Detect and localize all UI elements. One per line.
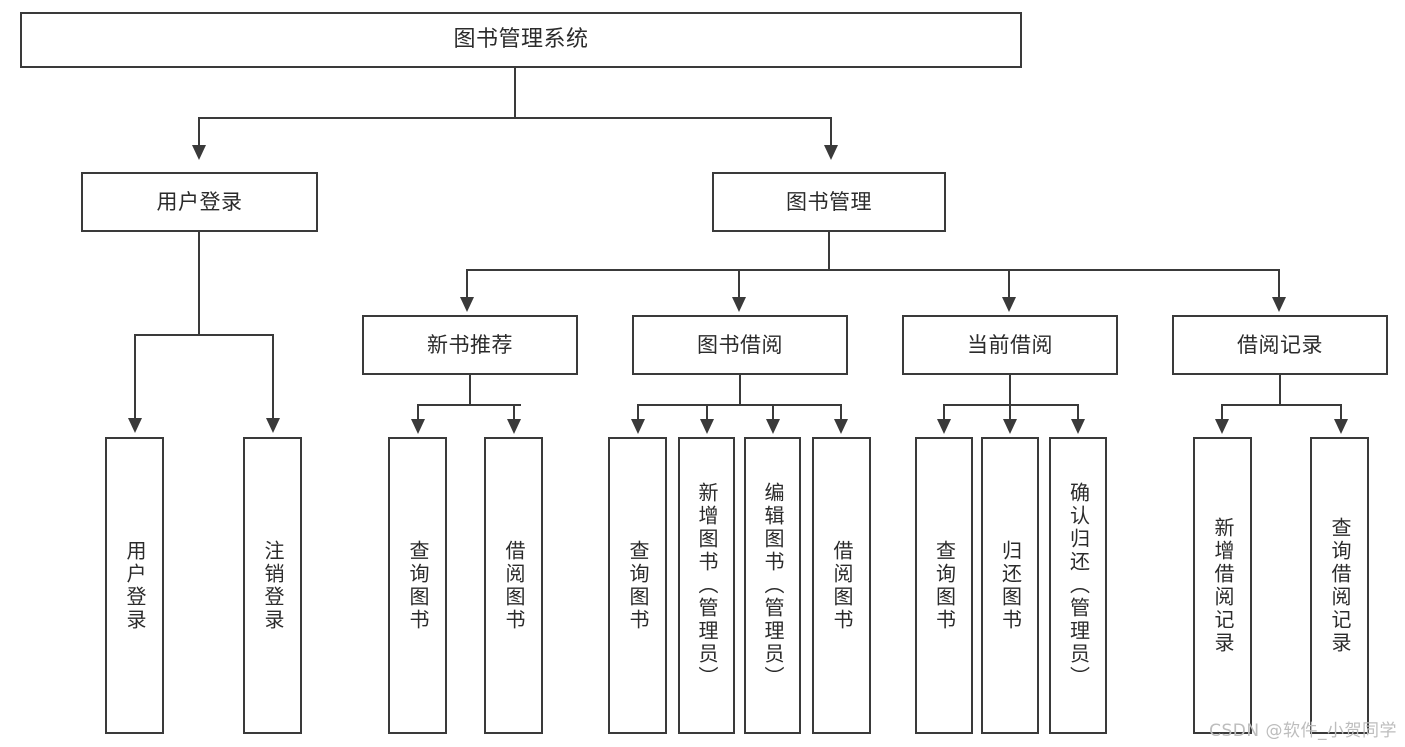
connector-level3-drop-4 <box>1278 269 1280 299</box>
arrow-to-book-borrow <box>732 297 746 312</box>
node-label: 查询图书 <box>932 539 957 632</box>
node-book-borrow[interactable]: 图书借阅 <box>632 315 848 375</box>
connector-borrow-records-drop-1 <box>1221 404 1223 420</box>
node-borrow-records[interactable]: 借阅记录 <box>1172 315 1388 375</box>
arrow-to-leaf-add-book <box>700 419 714 434</box>
connector-new-book-stem <box>469 375 471 405</box>
arrow-to-user-login <box>192 145 206 160</box>
node-label: 用户登录 <box>156 189 243 214</box>
node-label: 借阅图书 <box>830 539 854 632</box>
connector-user-login-bar <box>134 334 274 336</box>
leaf-add-borrow-record[interactable]: 新增借阅记录 <box>1193 437 1252 734</box>
node-label: 借阅记录 <box>1237 332 1323 357</box>
node-label: 图书管理 <box>786 189 872 214</box>
arrow-to-leaf-borrow-book-1 <box>507 419 521 434</box>
node-label: 新增图书（管理员） <box>695 482 719 689</box>
node-user-login[interactable]: 用户登录 <box>81 172 318 232</box>
arrow-to-leaf-query-book-2 <box>631 419 645 434</box>
leaf-borrow-book-recommend[interactable]: 借阅图书 <box>484 437 543 734</box>
arrow-to-leaf-logout <box>266 418 280 433</box>
arrow-to-leaf-query-record <box>1334 419 1348 434</box>
arrow-to-leaf-return-book <box>1003 419 1017 434</box>
node-label: 新增借阅记录 <box>1211 516 1235 655</box>
node-label: 查询借阅记录 <box>1328 516 1352 655</box>
node-label: 借阅图书 <box>502 539 526 632</box>
connector-new-book-bar <box>417 404 521 406</box>
connector-new-book-drop-1 <box>417 404 419 420</box>
node-label: 查询图书 <box>626 539 650 632</box>
connector-borrow-records-stem <box>1279 375 1281 405</box>
connector-level3-drop-2 <box>738 269 740 299</box>
node-label: 用户登录 <box>123 539 147 632</box>
connector-level3-drop-1 <box>466 269 468 299</box>
arrow-to-book-management <box>824 145 838 160</box>
leaf-query-borrow-record[interactable]: 查询借阅记录 <box>1310 437 1369 734</box>
connector-user-login-stem <box>198 232 200 335</box>
node-label: 归还图书 <box>998 539 1023 632</box>
leaf-query-book-current[interactable]: 查询图书 <box>915 437 973 734</box>
leaf-logout[interactable]: 注销登录 <box>243 437 302 734</box>
arrow-to-leaf-confirm-return <box>1071 419 1085 434</box>
connector-user-login-drop-2 <box>272 334 274 419</box>
connector-level2-bar <box>198 117 832 119</box>
connector-level2-drop-left <box>198 117 200 147</box>
connector-current-borrow-drop-3 <box>1077 404 1079 420</box>
arrow-to-leaf-query-book-1 <box>411 419 425 434</box>
leaf-user-login[interactable]: 用户登录 <box>105 437 164 734</box>
connector-book-borrow-drop-1 <box>637 404 639 420</box>
connector-user-login-drop-1 <box>134 334 136 419</box>
leaf-return-book[interactable]: 归还图书 <box>981 437 1039 734</box>
arrow-to-leaf-user-login <box>128 418 142 433</box>
node-label: 图书借阅 <box>697 332 783 357</box>
arrow-to-new-book-recommend <box>460 297 474 312</box>
node-label: 图书管理系统 <box>453 27 589 53</box>
connector-new-book-drop-2 <box>513 404 515 420</box>
node-book-management[interactable]: 图书管理 <box>712 172 946 232</box>
leaf-add-book-admin[interactable]: 新增图书（管理员） <box>678 437 735 734</box>
node-label: 注销登录 <box>261 539 285 632</box>
connector-current-borrow-drop-1 <box>943 404 945 420</box>
connector-current-borrow-drop-2 <box>1009 404 1011 420</box>
node-current-borrow[interactable]: 当前借阅 <box>902 315 1118 375</box>
connector-root-stem <box>514 68 516 118</box>
connector-borrow-records-bar <box>1221 404 1340 406</box>
connector-book-borrow-stem <box>739 375 741 405</box>
connector-book-management-stem <box>828 232 830 271</box>
leaf-borrow-book[interactable]: 借阅图书 <box>812 437 871 734</box>
connector-book-borrow-bar <box>637 404 841 406</box>
connector-book-borrow-drop-4 <box>840 404 842 420</box>
node-label: 确认归还（管理员） <box>1066 482 1091 689</box>
connector-book-borrow-drop-3 <box>772 404 774 420</box>
connector-borrow-records-drop-2 <box>1340 404 1342 420</box>
node-new-book-recommend[interactable]: 新书推荐 <box>362 315 578 375</box>
leaf-query-book-borrow[interactable]: 查询图书 <box>608 437 667 734</box>
arrow-to-leaf-query-book-3 <box>937 419 951 434</box>
arrow-to-leaf-edit-book <box>766 419 780 434</box>
node-label: 当前借阅 <box>967 332 1053 357</box>
node-label: 新书推荐 <box>427 332 513 357</box>
connector-book-borrow-drop-2 <box>706 404 708 420</box>
connector-level3-drop-3 <box>1008 269 1010 299</box>
leaf-query-book-recommend[interactable]: 查询图书 <box>388 437 447 734</box>
arrow-to-current-borrow <box>1002 297 1016 312</box>
arrow-to-borrow-records <box>1272 297 1286 312</box>
leaf-edit-book-admin[interactable]: 编辑图书（管理员） <box>744 437 801 734</box>
arrow-to-leaf-add-record <box>1215 419 1229 434</box>
leaf-confirm-return-admin[interactable]: 确认归还（管理员） <box>1049 437 1107 734</box>
connector-level2-drop-right <box>830 117 832 147</box>
arrow-to-leaf-borrow-book-2 <box>834 419 848 434</box>
connector-current-borrow-stem <box>1009 375 1011 405</box>
node-root-book-management-system[interactable]: 图书管理系统 <box>20 12 1022 68</box>
node-label: 查询图书 <box>406 539 430 632</box>
node-label: 编辑图书（管理员） <box>761 482 785 689</box>
connector-level3-bar <box>466 269 1280 271</box>
